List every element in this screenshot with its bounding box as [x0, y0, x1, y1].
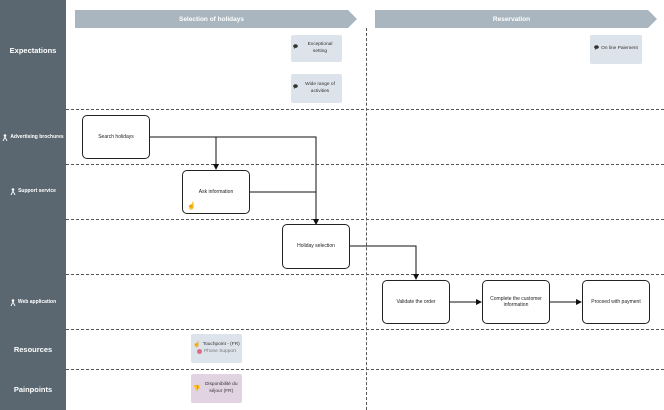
person-icon	[2, 133, 8, 141]
person-icon	[10, 187, 16, 195]
resource-phone-text: Phone Support	[203, 348, 236, 354]
touch-icon: ☝	[193, 342, 201, 349]
step-label: Holiday selection	[297, 243, 335, 250]
speech-bubble-icon	[293, 84, 298, 92]
lane-label-resources: Resources	[0, 330, 66, 370]
lane-label-expectations-text: Expectations	[9, 45, 57, 55]
expectation-note: On line Paiement	[590, 35, 642, 64]
step-ask-information[interactable]: Ask information ☝	[182, 170, 250, 214]
step-label: Validate the order	[396, 298, 436, 305]
lane-separator	[66, 164, 664, 165]
step-label: Proceed with payment	[591, 298, 641, 305]
lane-separator	[66, 219, 664, 220]
lane-label-webapp: Web application	[0, 275, 66, 329]
expectation-note: Wide range of activities	[291, 74, 342, 103]
lane-label-support-text: Support service	[18, 187, 56, 194]
resource-touchpoint-text: Touchpoint - (FR)	[202, 342, 240, 348]
thumbs-down-icon: 👎	[193, 385, 201, 392]
edge-selection-to-validate	[350, 245, 419, 280]
lane-separator	[66, 109, 664, 110]
phase-arrow-reservation	[375, 10, 657, 28]
step-search-holidays[interactable]: Search holidays	[82, 115, 150, 159]
lane-label-painpoints-text: Painpoints	[13, 385, 53, 395]
expectation-text: Wide range of activities	[305, 82, 335, 94]
speech-bubble-icon	[293, 44, 298, 52]
expectation-note: Exceptional setting	[291, 35, 342, 62]
pointing-hand-icon: ☝	[187, 203, 196, 210]
step-proceed-payment[interactable]: Proceed with payment	[582, 280, 650, 324]
lane-separator	[66, 274, 664, 275]
step-complete-customer-info[interactable]: Complete the customer information	[482, 280, 550, 324]
lane-label-advertising-text: Advertising brochures	[10, 133, 64, 140]
phase-label-selection: Selection of holidays	[178, 15, 244, 23]
lane-sidebar	[0, 0, 66, 410]
speech-bubble-icon	[594, 45, 599, 53]
step-holiday-selection[interactable]: Holiday selection	[282, 224, 350, 269]
lane-label-painpoints: Painpoints	[0, 370, 66, 410]
edge-ask-to-selection	[250, 191, 319, 225]
step-label: Ask information	[198, 188, 234, 195]
person-icon	[10, 298, 16, 306]
lane-separator	[66, 329, 664, 330]
step-label: Search holidays	[98, 133, 134, 140]
lane-label-webapp-text: Web application	[17, 298, 57, 305]
painpoint-text: Disponibilité du séjour (FR)	[204, 382, 238, 394]
lane-separator	[66, 369, 664, 370]
resource-note: ☝ Touchpoint - (FR) Phone Support	[191, 334, 242, 363]
phase-label-reservation: Reservation	[492, 15, 531, 23]
expectation-text: Exceptional setting	[307, 42, 333, 54]
phase-separator	[366, 28, 367, 410]
lane-label-expectations: Expectations	[0, 28, 66, 73]
lane-label-resources-text: Resources	[13, 345, 53, 355]
phone-dot-icon	[196, 349, 202, 355]
painpoint-note: 👎 Disponibilité du séjour (FR)	[191, 374, 242, 403]
expectation-text: On line Paiement	[601, 46, 638, 52]
phase-arrow-selection	[75, 10, 357, 28]
lane-label-support: Support service	[0, 164, 66, 218]
step-validate-order[interactable]: Validate the order	[382, 280, 450, 324]
lane-label-advertising: Advertising brochures	[0, 112, 66, 162]
phase-header	[75, 10, 657, 28]
edge-search-to-ask	[150, 136, 219, 170]
step-label: Complete the customer information	[490, 295, 542, 309]
